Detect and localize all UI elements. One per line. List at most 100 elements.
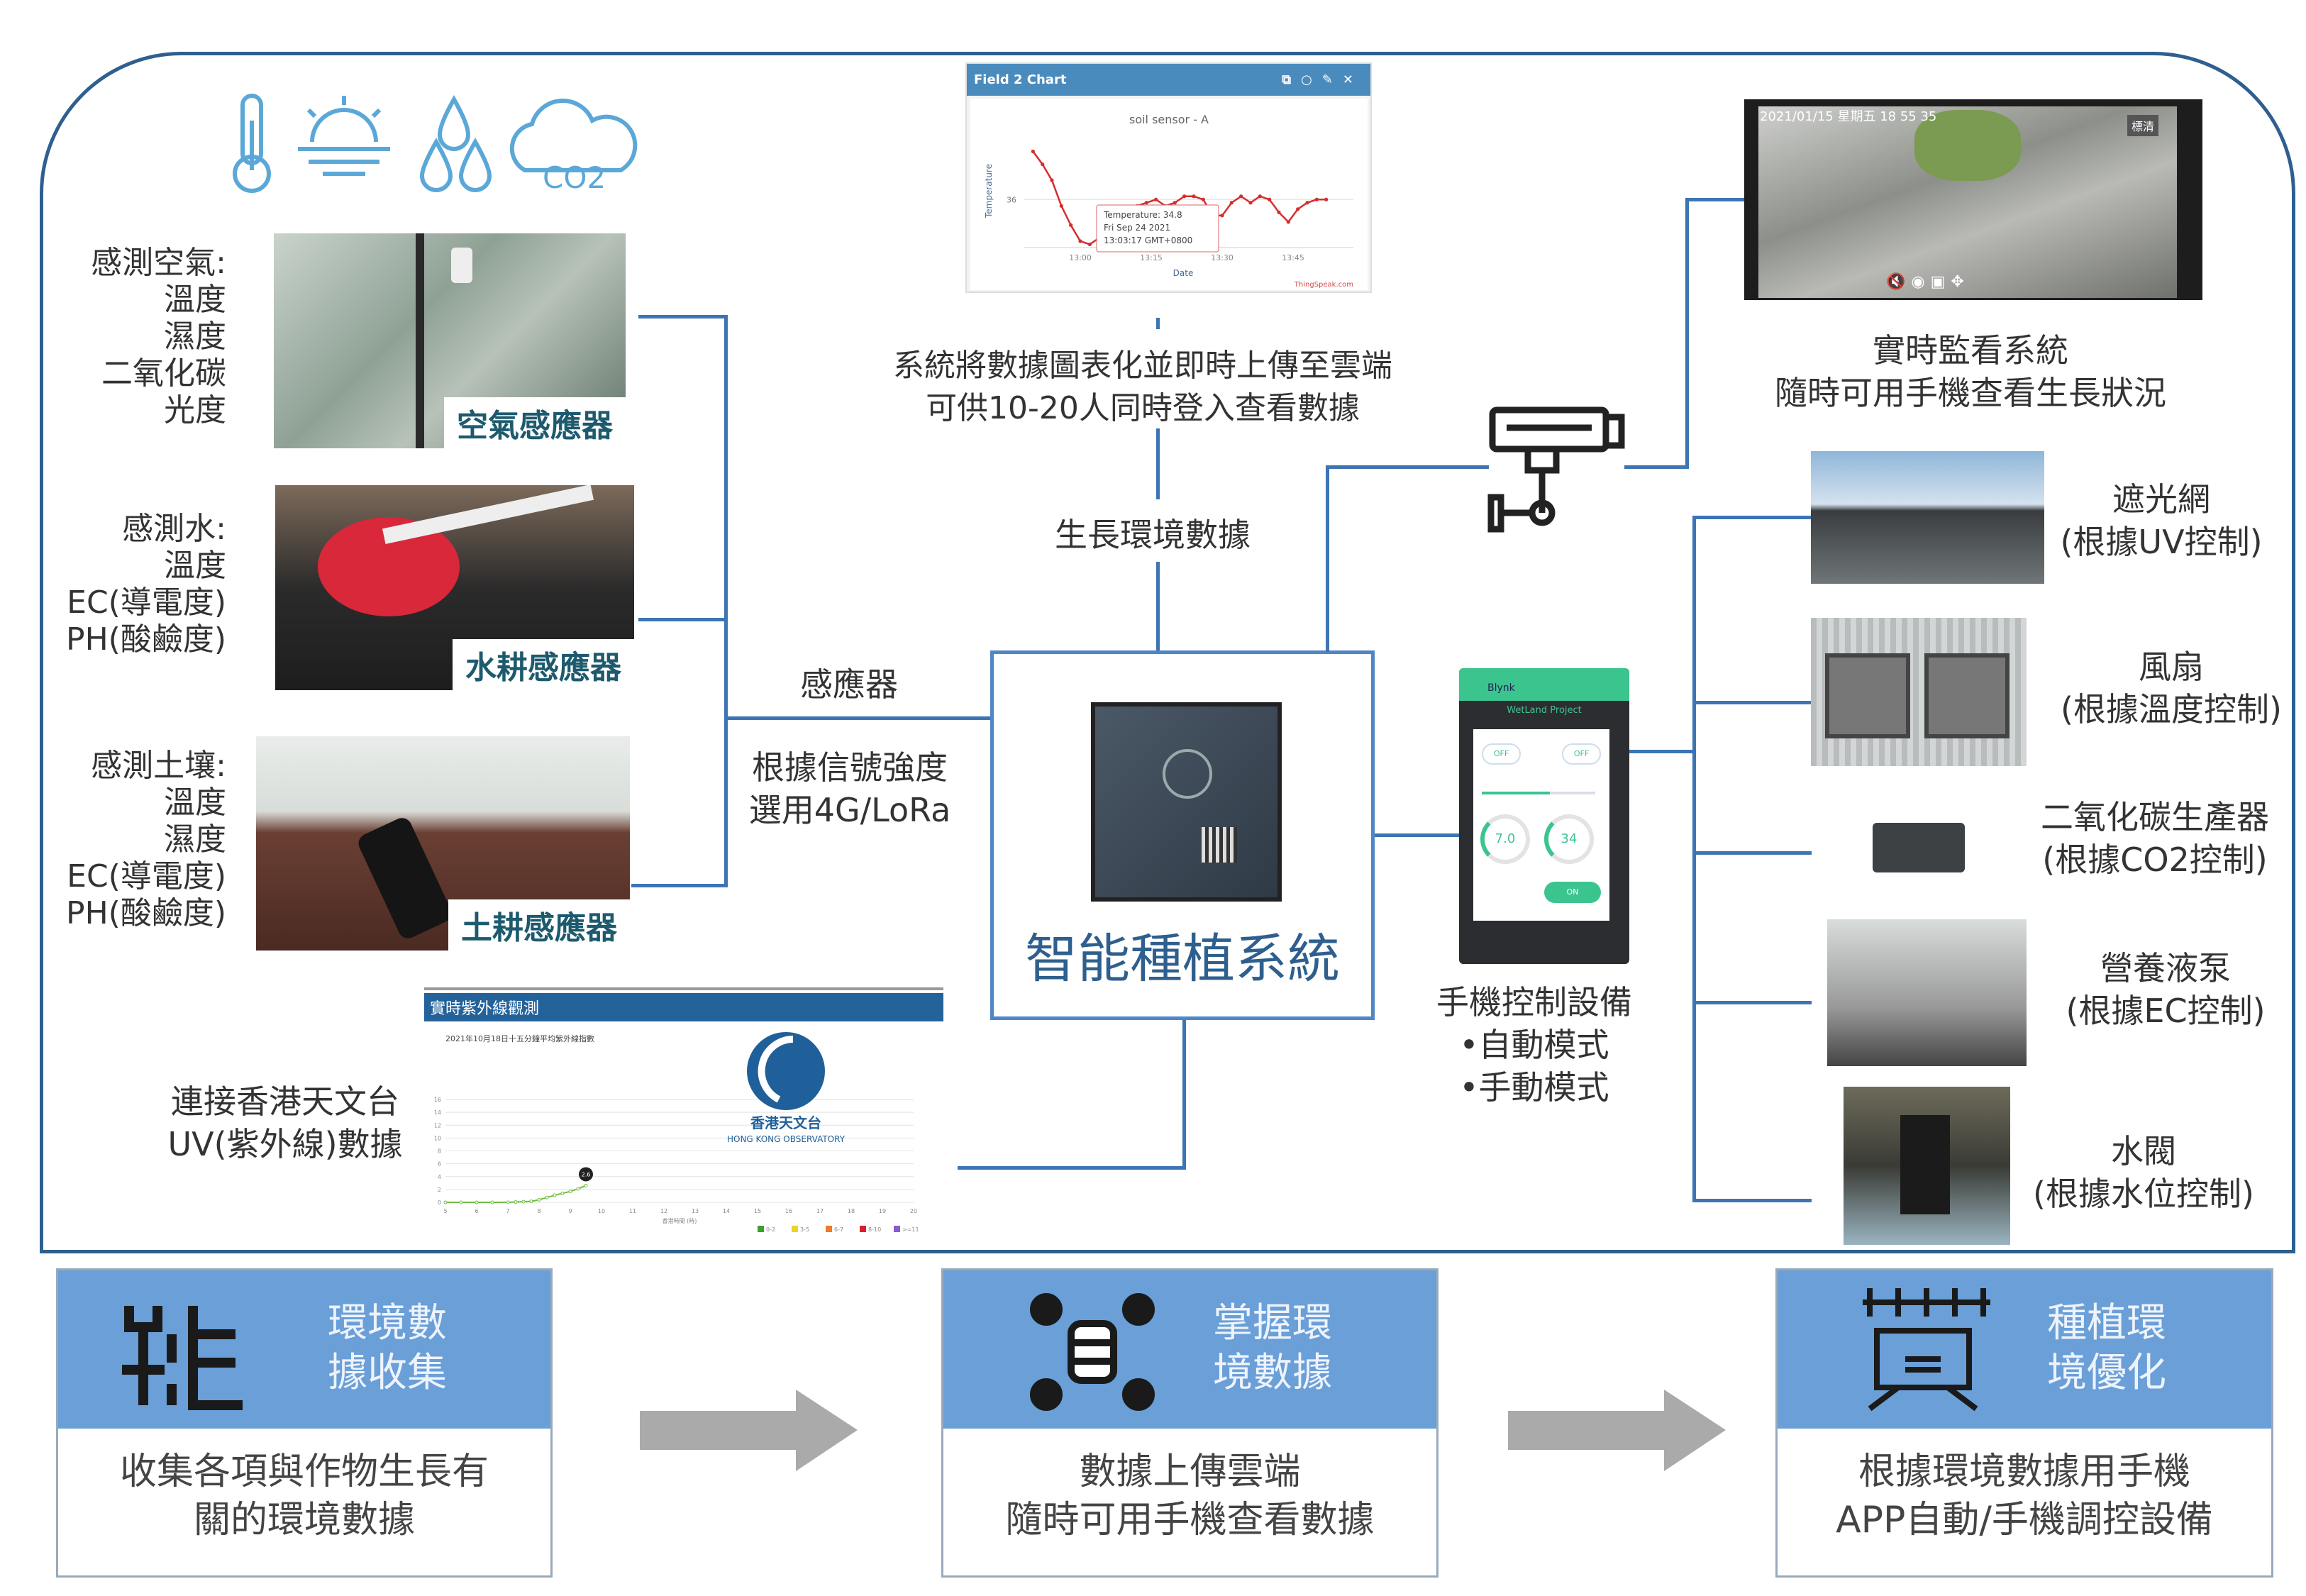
data-point: [1201, 197, 1205, 201]
connector-line: [1685, 198, 1746, 201]
app-name: Blynk: [1459, 668, 1629, 701]
y-axis-label: Temperature: [984, 164, 994, 218]
connector-line: [1375, 833, 1460, 837]
data-point: [475, 1200, 479, 1204]
arrow-right-icon: [640, 1390, 858, 1471]
data-point: [1144, 201, 1148, 205]
close-icon[interactable]: ✕: [1342, 72, 1363, 87]
fan-photo: [1811, 618, 2027, 766]
data-point: [490, 1200, 494, 1204]
data-point: [568, 1190, 572, 1194]
uv-chart-title: 2021年10月18日十五分鐘平均紫外線指數: [445, 1033, 594, 1043]
ptz-icon[interactable]: ✥: [1951, 273, 1964, 291]
camera-live-view[interactable]: 2021/01/15 星期五 18 55 35 標清 🔇 ◉ ▣ ✥: [1744, 99, 2202, 300]
x-tick-label: 16: [785, 1208, 792, 1214]
x-tick-label: 13:00: [1069, 253, 1092, 262]
sensor-label: 感應器: [800, 665, 898, 704]
ph-gauge: 7.0: [1480, 814, 1530, 864]
x-tick-label: 7: [506, 1208, 509, 1214]
water-valve-photo: [1844, 1087, 2010, 1245]
connector-line: [1692, 1001, 1812, 1004]
cloud-description: 系統將數據圖表化並即時上傳至雲端可供10-20人同時登入查看數據: [893, 348, 1392, 426]
quality-button[interactable]: 標清: [2127, 115, 2159, 136]
on-button[interactable]: ON: [1544, 882, 1601, 903]
step-collect: 環境數據收集 收集各項與作物生長有關的環境數據: [56, 1268, 553, 1578]
controller-device-image: [1091, 702, 1282, 902]
step-master: 掌握環境數據 數據上傳雲端隨時可用手機查看數據: [941, 1268, 1439, 1578]
x-tick-label: 13:45: [1282, 253, 1304, 262]
x-tick-label: 9: [568, 1208, 572, 1214]
data-point: [1078, 239, 1082, 243]
x-tick-label: 11: [629, 1208, 636, 1214]
switch-2-button[interactable]: OFF: [1562, 743, 1601, 765]
water-sensor-photo: 水耕感應器: [275, 485, 634, 690]
data-point: [1031, 149, 1035, 154]
x-axis-label: Date: [1173, 268, 1194, 278]
data-point: [1248, 201, 1253, 205]
data-point: [1305, 201, 1309, 205]
temp-gauge: 34: [1544, 814, 1594, 864]
x-tick-label: 13:30: [1211, 253, 1234, 262]
data-point: [1182, 194, 1187, 199]
hko-logo-cn: 香港天文台: [750, 1114, 821, 1131]
center-title: 智能種植系統: [1025, 929, 1340, 990]
record-icon[interactable]: ▣: [1930, 273, 1946, 291]
x-axis-label: 香港時間 (時): [663, 1217, 697, 1224]
x-tick-label: 13: [692, 1208, 699, 1214]
y-tick-label: 16: [434, 1097, 441, 1103]
data-point: [1069, 223, 1073, 227]
camera-timestamp: 2021/01/15 星期五 18 55 35: [1760, 109, 1937, 124]
data-point: [1324, 197, 1329, 201]
hko-logo-en: HONG KONG OBSERVATORY: [727, 1134, 846, 1144]
comment-icon[interactable]: ○: [1301, 72, 1322, 87]
data-point: [1059, 204, 1063, 208]
point-label: 2.6: [582, 1171, 591, 1177]
connector-line: [1326, 465, 1489, 469]
connector-line: [1156, 428, 1160, 499]
data-point: [529, 1199, 533, 1204]
camera-caption: 實時監看系統隨時可用手機查看生長狀況: [1775, 331, 2166, 412]
data-point: [1041, 162, 1045, 167]
snapshot-icon[interactable]: ◉: [1911, 273, 1925, 291]
data-point: [1229, 201, 1234, 205]
env-data-label: 生長環境數據: [1055, 516, 1251, 554]
tooltip: [1096, 204, 1219, 253]
tooltip-date: Fri Sep 24 2021: [1104, 223, 1170, 233]
connector-line: [1685, 199, 1689, 469]
device-fan: 風扇(根據溫度控制): [2061, 648, 2282, 728]
legend-label: 8-10: [868, 1226, 881, 1233]
data-point: [1154, 197, 1158, 201]
connector-line: [1692, 517, 1696, 1202]
x-tick-label: 13:15: [1140, 253, 1163, 262]
y-tick-label: 12: [434, 1122, 441, 1129]
data-point: [521, 1199, 526, 1204]
device-water-valve: 水閥(根據水位控制): [2033, 1132, 2254, 1213]
smart-planting-system-box: 智能種植系統: [990, 650, 1375, 1020]
uv-panel-header: 實時紫外線觀測: [424, 993, 943, 1021]
chart-window-actions[interactable]: ⧉○✎✕: [1282, 72, 1363, 87]
connector-line: [1692, 851, 1812, 855]
edit-icon[interactable]: ✎: [1321, 72, 1343, 87]
x-tick-label: 14: [723, 1208, 730, 1214]
data-point: [1220, 214, 1224, 218]
x-tick-label: 18: [848, 1208, 855, 1214]
y-tick-label: 8: [438, 1148, 441, 1155]
connector-line: [1326, 467, 1329, 652]
legend-swatch: [758, 1226, 764, 1232]
mute-icon[interactable]: 🔇: [1886, 273, 1906, 291]
data-point: [443, 1200, 448, 1204]
external-link-icon[interactable]: ⧉: [1282, 72, 1302, 87]
project-name: WetLand Project: [1507, 705, 1582, 716]
switch-1-button[interactable]: OFF: [1482, 743, 1521, 765]
chart-window-title: Field 2 Chart: [974, 72, 1067, 87]
data-point: [506, 1200, 510, 1204]
connector-line: [1156, 318, 1160, 329]
connector-line: [724, 315, 728, 887]
air-sensor-photo: 空氣感應器: [274, 233, 626, 448]
svg-text:CO2: CO2: [543, 160, 606, 195]
